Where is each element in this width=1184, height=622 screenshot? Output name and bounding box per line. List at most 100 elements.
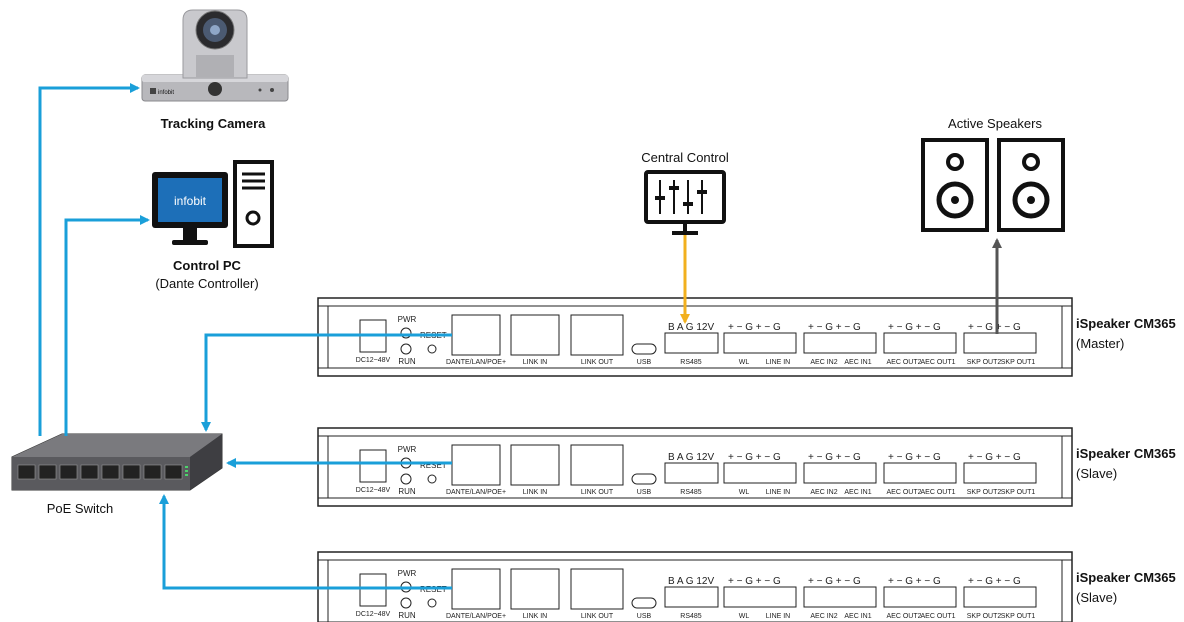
link-in-label: LINK IN — [523, 489, 548, 496]
aec-out2-label: AEC OUT2 — [886, 489, 921, 496]
control-pc-subtitle: (Dante Controller) — [155, 276, 258, 291]
skp-out1-label: SKP OUT1 — [1001, 489, 1036, 496]
usb-label: USB — [637, 489, 652, 496]
run-led — [400, 473, 412, 485]
control-pc-title: Control PC — [173, 258, 241, 273]
aec-in1-label: AEC IN1 — [844, 613, 871, 620]
power-label: DC12~48V — [356, 611, 391, 618]
reset-label: RESET — [420, 461, 447, 470]
skp-out2-label: SKP OUT2 — [967, 359, 1002, 366]
rs485-label: RS485 — [680, 613, 702, 620]
skp-out-terminal — [963, 462, 1037, 484]
aec-in1-label: AEC IN1 — [844, 489, 871, 496]
reset-button[interactable] — [427, 344, 437, 354]
wl-label: WL — [739, 489, 750, 496]
pwr-label: PWR — [398, 445, 417, 454]
reset-button[interactable] — [427, 474, 437, 484]
power-jack — [359, 449, 387, 483]
wl-label: WL — [739, 613, 750, 620]
link-out-port — [570, 568, 624, 610]
skp-out2-label: SKP OUT2 — [967, 489, 1002, 496]
aec-in-terminal — [803, 332, 877, 354]
rs485-pins: B A G 12V — [668, 322, 714, 333]
terminal-pins: + − G + − G — [888, 576, 941, 587]
rs485-pins: B A G 12V — [668, 576, 714, 587]
poe-switch-label: PoE Switch — [47, 501, 113, 516]
link-out-port — [570, 314, 624, 356]
device-role: (Slave) — [1076, 466, 1117, 481]
dante-label: DANTE/LAN/POE+ — [446, 613, 506, 620]
pwr-label: PWR — [398, 315, 417, 324]
poe-switch-icon — [11, 433, 223, 491]
link-in-port — [510, 444, 560, 486]
skp-out-terminal — [963, 332, 1037, 354]
dante-port — [451, 568, 501, 610]
skp-out2-label: SKP OUT2 — [967, 613, 1002, 620]
usb-port — [631, 343, 657, 355]
aec-in2-label: AEC IN2 — [810, 359, 837, 366]
aec-out1-label: AEC OUT1 — [920, 613, 955, 620]
aec-out-terminal — [883, 586, 957, 608]
rs485-pins: B A G 12V — [668, 452, 714, 463]
tracking-camera-label: Tracking Camera — [161, 116, 267, 131]
speaker-icon — [997, 138, 1065, 232]
camera-network-line — [38, 83, 140, 436]
aec-in2-label: AEC IN2 — [810, 613, 837, 620]
terminal-pins: + − G + − G — [888, 452, 941, 463]
link-out-label: LINK OUT — [581, 359, 614, 366]
usb-label: USB — [637, 613, 652, 620]
run-led — [400, 597, 412, 609]
run-label: RUN — [398, 611, 416, 620]
aec-out-terminal — [883, 332, 957, 354]
dante-port — [451, 314, 501, 356]
usb-port — [631, 473, 657, 485]
central-control-label: Central Control — [641, 150, 729, 165]
central-control-icon — [644, 170, 726, 235]
wl-line-in-terminal — [723, 462, 797, 484]
device-role: (Slave) — [1076, 590, 1117, 605]
terminal-pins: + − G + − G — [728, 576, 781, 587]
tracking-camera-icon: infobit — [141, 9, 289, 102]
run-led — [400, 343, 412, 355]
link-out-label: LINK OUT — [581, 489, 614, 496]
monitor-brand-label: infobit — [174, 194, 207, 208]
link-out-port — [570, 444, 624, 486]
device-role: (Master) — [1076, 336, 1124, 351]
power-jack — [359, 573, 387, 607]
pc-network-line — [64, 215, 150, 436]
master-network-line — [201, 333, 452, 432]
rs485-terminal — [664, 462, 719, 484]
run-label: RUN — [398, 487, 416, 496]
dante-port — [451, 444, 501, 486]
device-name: iSpeaker CM365 — [1076, 446, 1176, 461]
dante-label: DANTE/LAN/POE+ — [446, 359, 506, 366]
wl-line-in-terminal — [723, 332, 797, 354]
control-pc-icon: infobit — [152, 160, 274, 248]
power-label: DC12~48V — [356, 357, 391, 364]
pwr-label: PWR — [398, 569, 417, 578]
speaker-icon — [921, 138, 989, 232]
device-name: iSpeaker CM365 — [1076, 570, 1176, 585]
wl-line-in-terminal — [723, 586, 797, 608]
terminal-pins: + − G + − G — [968, 322, 1021, 333]
terminal-pins: + − G + − G — [728, 452, 781, 463]
device-name: iSpeaker CM365 — [1076, 316, 1176, 331]
link-in-port — [510, 568, 560, 610]
reset-button[interactable] — [427, 598, 437, 608]
aec-in-terminal — [803, 462, 877, 484]
terminal-pins: + − G + − G — [728, 322, 781, 333]
aec-out2-label: AEC OUT2 — [886, 359, 921, 366]
aec-out2-label: AEC OUT2 — [886, 613, 921, 620]
aec-in2-label: AEC IN2 — [810, 489, 837, 496]
device-list: DC12~48V PWR RUN RESET DANTE/LAN/POE+ LINK IN… — [317, 297, 1176, 622]
link-out-label: LINK OUT — [581, 613, 614, 620]
link-in-port — [510, 314, 560, 356]
usb-port — [631, 597, 657, 609]
rs485-label: RS485 — [680, 489, 702, 496]
line-in-label: LINE IN — [766, 613, 791, 620]
link-in-label: LINK IN — [523, 613, 548, 620]
